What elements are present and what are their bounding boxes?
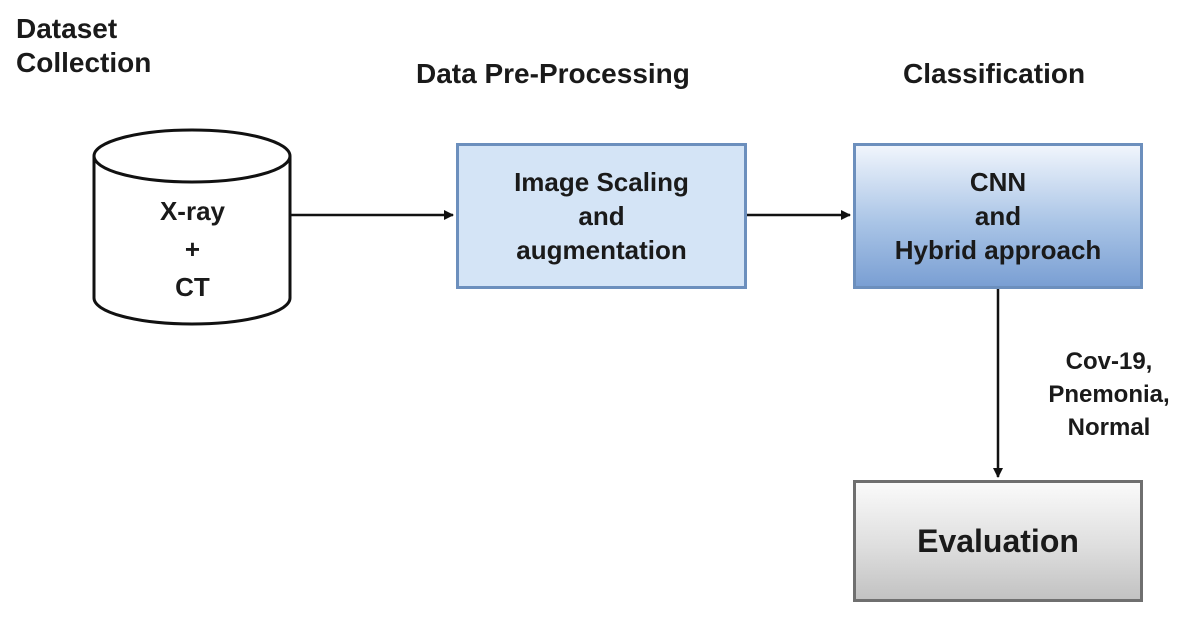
cylinder-top [92,128,292,184]
output-classes-label: Cov-19, Pnemonia, Normal [1024,345,1194,444]
evaluation-box: Evaluation [853,480,1143,602]
classification-line1: CNN [969,167,1027,197]
cylinder-line2: + [184,234,201,264]
preprocessing-line1: Image Scaling [514,167,689,197]
dataset-cylinder-label: X-ray + CT [100,192,285,306]
cylinder-line3: CT [175,272,210,302]
preprocessing-line3: augmentation [516,235,687,265]
output-class-2: Pnemonia, [1048,381,1170,408]
dataset-cylinder [92,128,292,326]
dataset-heading-line1: Dataset [16,13,118,44]
dataset-collection-heading: Dataset Collection [16,12,151,80]
output-class-3: Normal [1067,414,1151,441]
evaluation-label: Evaluation [917,523,1079,559]
preprocessing-box: Image Scaling and augmentation [456,143,747,289]
classification-box: CNN and Hybrid approach [853,143,1143,289]
preprocessing-line2: and [578,201,625,231]
classification-heading: Classification [903,58,1086,89]
output-class-1: Cov-19, [1065,348,1153,375]
dataset-heading-line2: Collection [16,47,152,78]
cylinder-line1: X-ray [159,196,226,226]
classification-line3: Hybrid approach [894,235,1102,265]
cylinder-body [92,156,292,326]
preprocessing-heading: Data Pre-Processing [416,58,690,89]
classification-line2: and [974,201,1022,231]
